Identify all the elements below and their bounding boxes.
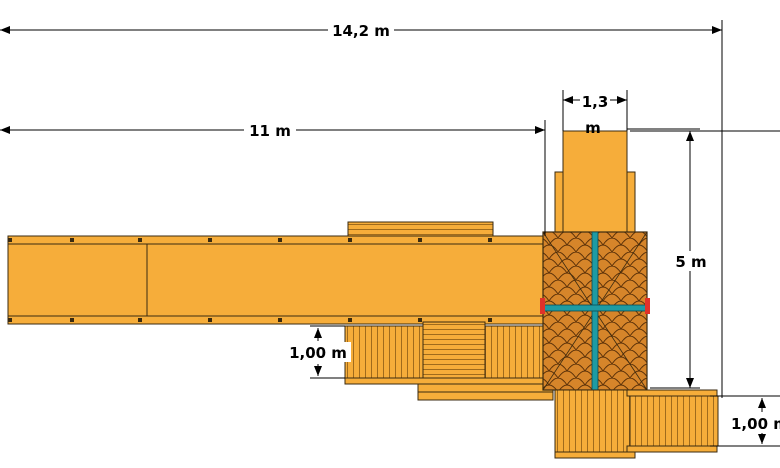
left-lower-deck [344, 321, 554, 401]
right-deck-height-label: 1,00 m [731, 415, 780, 433]
right-lower-deck [554, 389, 719, 459]
slide-width-label-top: 1,3 [582, 93, 609, 111]
upper-bench [347, 221, 494, 237]
right-deck-height-dimension: 1,00 m [710, 395, 780, 447]
left-deck-height-dimension: 1,00 m [285, 325, 351, 379]
slide-length-label: 5 m [675, 253, 706, 271]
left-deck-height-label: 1,00 m [289, 344, 347, 362]
bridge-length-dimension: 11 m [0, 120, 546, 236]
bridge-length-label: 11 m [249, 122, 291, 140]
slide-width-dimension: 1,3 m [562, 90, 628, 137]
overall-width-dimension: 14,2 m [0, 20, 723, 398]
slide [554, 130, 636, 236]
bridge-beam [7, 235, 549, 325]
slide-length-dimension: 5 m [627, 128, 780, 389]
overall-width-label: 14,2 m [332, 22, 390, 40]
slide-width-label-bottom: m [585, 119, 601, 137]
tower-roof [540, 231, 650, 391]
